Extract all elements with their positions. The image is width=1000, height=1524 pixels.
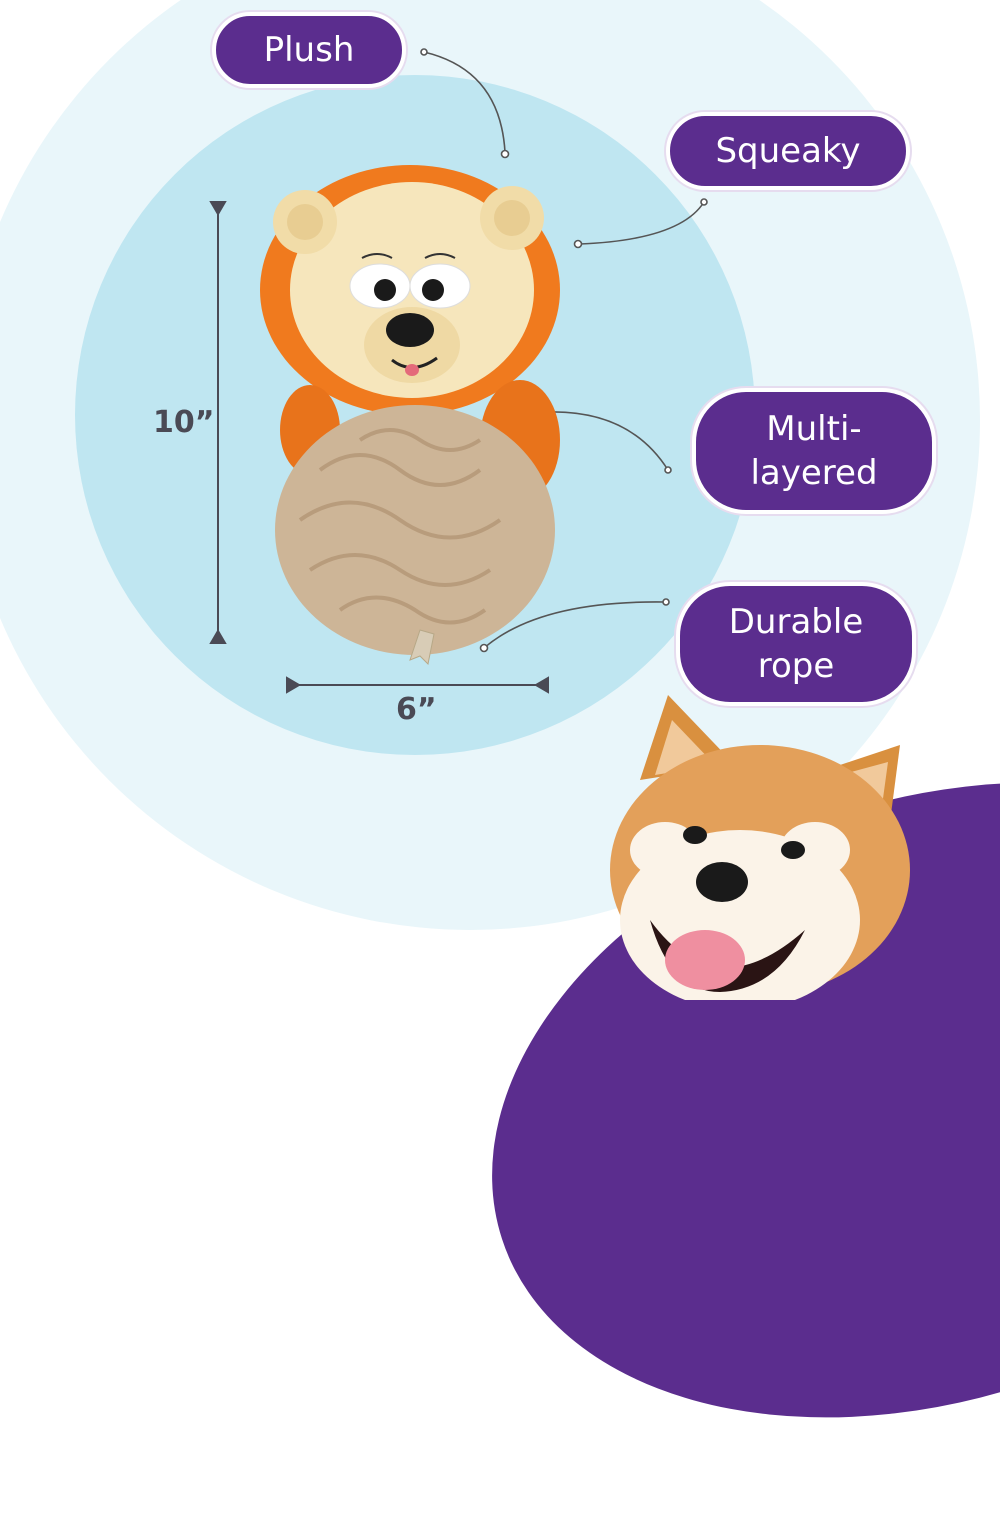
callout-durable-rope: Durable rope	[676, 582, 916, 706]
width-dimension-arrow	[286, 676, 549, 694]
illustration-layer	[209, 48, 910, 1000]
width-dimension-label: 6”	[396, 692, 437, 727]
callout-multi-layered: Multi- layered	[692, 388, 936, 514]
callout-squeaky: Squeaky	[666, 112, 910, 190]
height-dimension-arrow	[209, 201, 227, 644]
callout-plush: Plush	[212, 12, 406, 88]
height-dimension-label: 10”	[153, 405, 215, 440]
lion-toy-illustration	[260, 165, 560, 666]
dog-photo-illustration	[610, 695, 910, 1000]
callout-connectors	[420, 48, 708, 653]
